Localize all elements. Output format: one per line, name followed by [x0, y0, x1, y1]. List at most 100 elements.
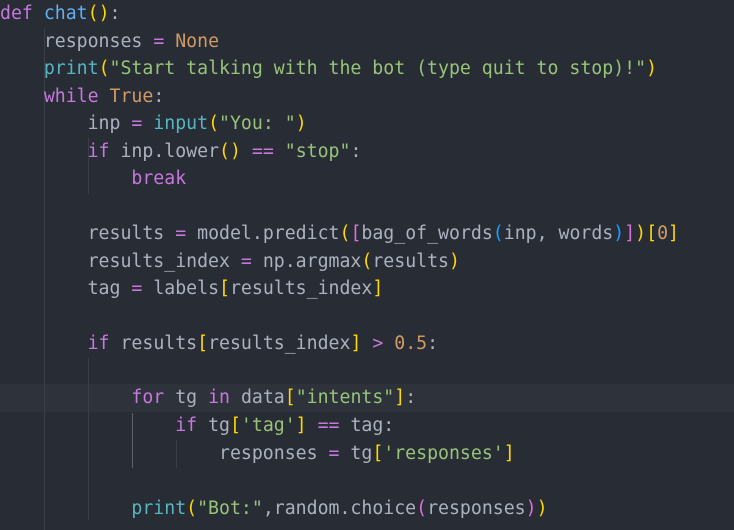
- keyword-if: if: [175, 415, 198, 436]
- builtin-print: print: [43, 58, 99, 79]
- code-line-9: results = model.predict([bag_of_words(in…: [0, 220, 734, 248]
- argument: results_index: [208, 333, 351, 354]
- number-literal: 0: [657, 223, 669, 244]
- colon: :: [350, 141, 362, 162]
- constant: True: [109, 86, 154, 107]
- keyword-in: in: [208, 387, 230, 408]
- paren-open: (: [339, 223, 351, 244]
- comma: ,: [262, 498, 274, 519]
- indent-guide-level4: [176, 440, 177, 468]
- string-literal: "stop": [284, 141, 351, 162]
- paren-close: ): [229, 141, 241, 162]
- colon: :: [153, 86, 165, 107]
- variable: responses: [43, 31, 143, 52]
- indent-guide-level2: [88, 138, 89, 194]
- variable: tg: [208, 415, 230, 436]
- method-call: random.choice: [273, 498, 417, 519]
- operator: >: [372, 333, 384, 354]
- code-line-4: while True:: [0, 83, 734, 111]
- operator: =: [328, 443, 340, 464]
- code-line-6: if inp.lower() == "stop":: [0, 138, 734, 166]
- keyword-if: if: [87, 333, 110, 354]
- method-call: model.predict: [197, 223, 340, 244]
- code-line-19: print("Bot:",random.choice(responses)): [0, 495, 734, 523]
- paren-open: (: [98, 58, 110, 79]
- string-literal: "Bot:": [197, 498, 263, 519]
- operator: ==: [317, 415, 340, 436]
- builtin-print: print: [131, 498, 187, 519]
- arguments: inp, words: [503, 223, 614, 244]
- variable: tag: [350, 415, 384, 436]
- keyword-if: if: [87, 141, 110, 162]
- function-name: chat: [43, 3, 88, 24]
- variable: inp: [87, 113, 121, 134]
- variable: tg: [175, 387, 198, 408]
- paren-open: (: [416, 498, 428, 519]
- operator: =: [131, 278, 143, 299]
- colon: :: [427, 333, 439, 354]
- colon: :: [405, 387, 417, 408]
- paren-close: ): [536, 498, 548, 519]
- paren-close: ): [613, 223, 625, 244]
- code-line-5: inp = input("You: "): [0, 110, 734, 138]
- code-line-10: results_index = np.argmax(results): [0, 248, 734, 276]
- paren-close: ): [635, 223, 647, 244]
- paren-open: (: [87, 3, 99, 24]
- keyword-def: def: [0, 3, 33, 24]
- code-line-13: if results[results_index] > 0.5:: [0, 330, 734, 358]
- operator: =: [240, 251, 252, 272]
- string-literal: "Start talking with the bot (type quit t…: [109, 58, 647, 79]
- variable: data: [240, 387, 285, 408]
- paren-open: (: [186, 498, 198, 519]
- string-literal: "intents": [295, 387, 395, 408]
- bracket-close: ]: [394, 387, 406, 408]
- variable: tg: [350, 443, 373, 464]
- operator: ==: [251, 141, 274, 162]
- paren-open: (: [208, 113, 220, 134]
- code-line-2: responses = None: [0, 28, 734, 56]
- bracket-close: ]: [624, 223, 636, 244]
- bracket-open: [: [350, 223, 362, 244]
- code-line-7: break: [0, 165, 734, 193]
- string-literal: 'tag': [240, 415, 296, 436]
- indent-guide-level2b: [88, 358, 89, 520]
- string-literal: 'responses': [383, 443, 504, 464]
- variable: labels: [153, 278, 220, 299]
- number-literal: 0.5: [394, 333, 428, 354]
- operator: =: [131, 113, 143, 134]
- bracket-close: ]: [350, 333, 362, 354]
- bracket-close: ]: [372, 278, 384, 299]
- indent-guide-level1: [44, 28, 45, 530]
- argument: results: [372, 251, 449, 272]
- string-literal: "You: ": [219, 113, 296, 134]
- argument: responses: [427, 498, 526, 519]
- variable: tag: [87, 278, 121, 299]
- paren-open: (: [492, 223, 504, 244]
- operator: =: [175, 223, 187, 244]
- method-call: np.argmax: [262, 251, 362, 272]
- code-line-11: tag = labels[results_index]: [0, 275, 734, 303]
- current-line-highlight: [0, 384, 734, 412]
- bracket-open: [: [197, 333, 209, 354]
- keyword-break: break: [131, 168, 187, 189]
- paren-close: ): [98, 3, 110, 24]
- keyword-while: while: [43, 86, 99, 107]
- bracket-open: [: [646, 223, 658, 244]
- method-call: inp.lower: [120, 141, 220, 162]
- argument: results_index: [229, 278, 373, 299]
- indent-guide-level3: [132, 413, 133, 468]
- paren-open: (: [361, 251, 373, 272]
- bracket-close: ]: [668, 223, 679, 244]
- bracket-open: [: [284, 387, 296, 408]
- variable: results: [120, 333, 198, 354]
- code-line-1: def chat():: [0, 0, 734, 28]
- bracket-open: [: [219, 278, 230, 299]
- variable: responses: [219, 443, 318, 464]
- bracket-open: [: [372, 443, 384, 464]
- paren-close: ): [449, 251, 460, 272]
- colon: :: [383, 415, 395, 436]
- code-line-16: if tg['tag'] == tag:: [0, 412, 734, 440]
- constant: None: [175, 31, 220, 52]
- colon: :: [109, 3, 121, 24]
